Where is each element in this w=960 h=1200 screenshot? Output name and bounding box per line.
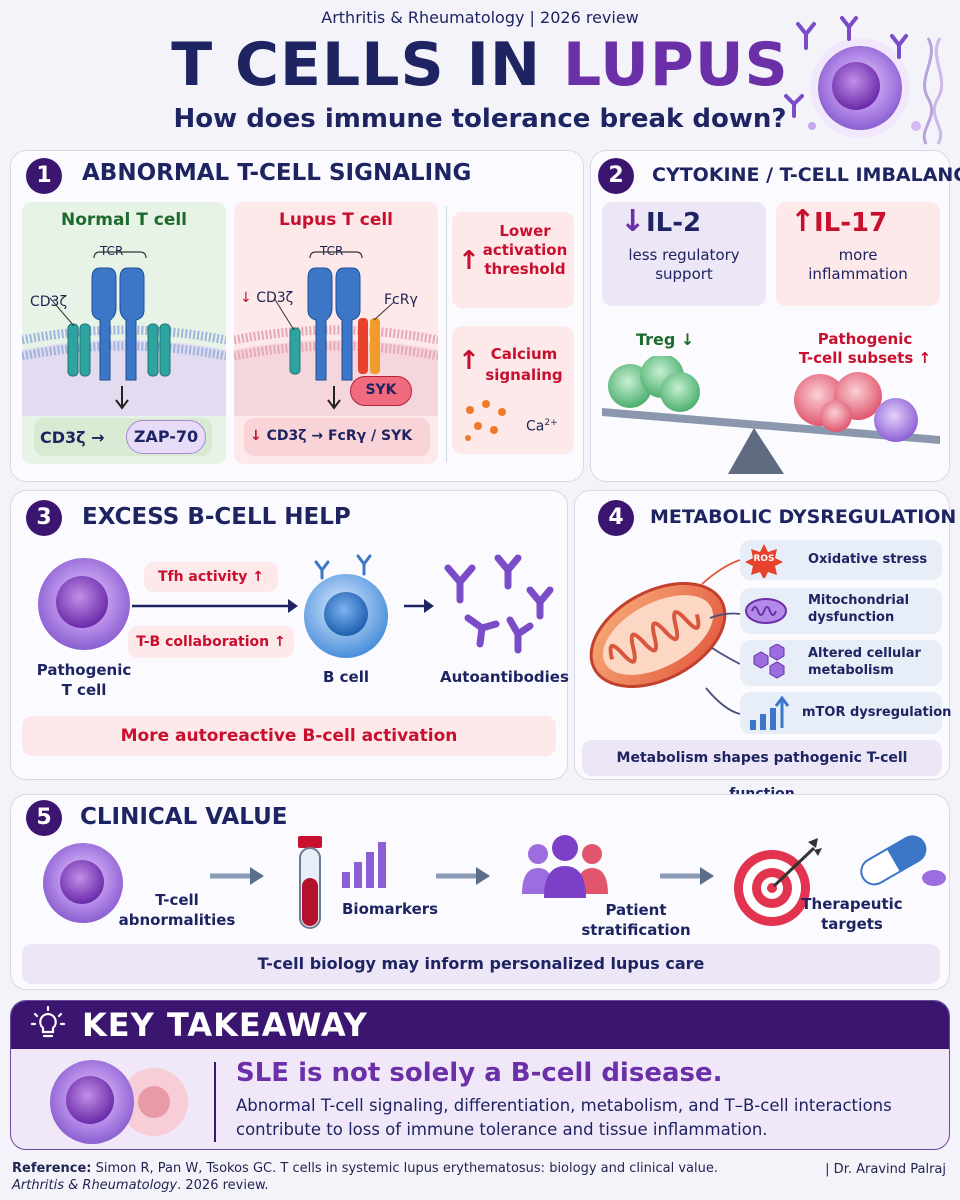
arrow-icon <box>660 867 714 885</box>
journal-line: Arthritis & Rheumatology | 2026 review <box>321 8 639 27</box>
takeaway-body: Abnormal T-cell signaling, differentiati… <box>236 1096 892 1139</box>
pathogenic-subsets-label: Pathogenic T-cell subsets ↑ <box>798 330 932 367</box>
lupus-cd3z-label: ↓ CD3ζ <box>240 290 294 306</box>
calcium-ion-label: Ca2+ <box>526 418 558 435</box>
normal-cd3z-label: CD3ζ <box>30 294 68 310</box>
t-b-collaboration-badge: T-B collaboration ↑ <box>128 626 294 658</box>
up-arrow-icon: ↑ <box>790 204 816 239</box>
lower-threshold-text: Lower activation threshold <box>482 222 568 278</box>
mitochondria-small-icon <box>745 598 787 624</box>
normal-tcr-diagram <box>22 251 226 416</box>
calcium-dots-icon <box>465 400 506 441</box>
takeaway-headline: SLE is not solely a B-cell disease. <box>236 1058 723 1088</box>
normal-t-cell-heading: Normal T cell <box>61 210 187 230</box>
panel3-number: 3 <box>26 500 62 536</box>
arrow-icon <box>210 867 264 885</box>
syk-badge: SYK <box>350 376 412 406</box>
normal-pathway-from: CD3ζ → <box>40 428 105 447</box>
pathogenic-t-cell-label: Pathogenic T cell <box>36 661 132 699</box>
panel4-title: METABOLIC DYSREGULATION <box>650 506 957 528</box>
lower-threshold-box <box>452 212 574 308</box>
blood-tube-icon <box>298 836 322 929</box>
author-credit: | Dr. Aravind Palraj <box>825 1162 946 1177</box>
up-arrow-icon: ↑ <box>458 346 480 376</box>
panel5-number: 5 <box>26 800 62 836</box>
il2-label: IL-2 <box>646 208 702 238</box>
panel4-number: 4 <box>598 500 634 536</box>
autoantibodies-icon <box>444 554 554 654</box>
panel4-banner: Metabolism shapes pathogenic T-cell func… <box>582 740 942 802</box>
up-arrow-icon: ↑ <box>458 246 480 276</box>
arrow-icon <box>404 599 434 613</box>
panel2-title: CYTOKINE / T-CELL IMBALANCE <box>652 164 960 186</box>
arrow-icon <box>132 599 298 613</box>
ros-label: ROS <box>753 554 775 564</box>
il17-box <box>776 202 940 306</box>
takeaway-cells-illustration <box>50 1060 188 1144</box>
lupus-tcr-label: TCR <box>320 244 344 258</box>
il17-label: IL-17 <box>814 208 888 238</box>
oxidative-stress-label: Oxidative stress <box>808 552 928 567</box>
mtor-label: mTOR dysregulation <box>802 705 952 720</box>
step-patient-stratification: Patient stratification <box>581 901 691 939</box>
page-subtitle: How does immune tolerance break down? <box>173 104 787 134</box>
il2-desc: less regulatory support <box>628 246 740 283</box>
zap70-badge: ZAP-70 <box>126 420 206 454</box>
treg-label: Treg ↓ <box>636 330 695 349</box>
target-icon <box>734 838 822 926</box>
b-cell-label: B cell <box>322 668 369 686</box>
tfh-activity-badge: Tfh activity ↑ <box>144 562 278 592</box>
panel5-title: CLINICAL VALUE <box>80 804 288 830</box>
balance-scale-illustration <box>602 356 940 474</box>
panel2-number: 2 <box>598 158 634 194</box>
panel1-number: 1 <box>26 158 62 194</box>
pathogenic-t-cell-icon <box>38 558 130 650</box>
takeaway-title: KEY TAKEAWAY <box>82 1006 368 1044</box>
down-arrow-icon: ↓ <box>620 204 646 239</box>
panel5-banner: T-cell biology may inform personalized l… <box>22 944 940 984</box>
step-t-cell-abnormalities: T-cell abnormalities <box>118 891 236 929</box>
header-cell-illustration <box>784 16 944 145</box>
calcium-box <box>452 326 574 454</box>
lupus-pathway-text: ↓ CD3ζ → FcRγ / SYK <box>250 428 413 444</box>
patient-group-icon <box>522 835 608 898</box>
takeaway-divider <box>214 1062 216 1142</box>
il17-desc: more inflammation <box>808 246 908 283</box>
page-title: T CELLS IN LUPUS <box>0 30 960 100</box>
title-part2: LUPUS <box>563 30 789 100</box>
hexagons-icon <box>753 644 785 679</box>
normal-tcr-label: TCR <box>100 244 124 258</box>
mitochondrion-icon <box>589 582 727 688</box>
panel3-banner: More autoreactive B-cell activation <box>22 716 556 756</box>
ros-burst-icon <box>745 544 783 578</box>
step-biomarkers: Biomarkers <box>342 900 439 918</box>
reference: Reference: Simon R, Pan W, Tsokos GC. T … <box>12 1161 718 1193</box>
divider <box>446 206 447 462</box>
lupus-pathway-box <box>244 418 430 456</box>
capsule-icon <box>860 835 946 886</box>
lightbulb-icon <box>30 1006 66 1038</box>
panel1-title: ABNORMAL T-CELL SIGNALING <box>82 160 472 186</box>
b-cell-icon <box>304 554 388 658</box>
lupus-t-cell-heading: Lupus T cell <box>278 210 394 230</box>
altered-metabolism-label: Altered cellular metabolism <box>808 646 921 678</box>
mito-dysfunction-label: Mitochondrial dysfunction <box>808 593 910 625</box>
autoantibodies-label: Autoantibodies <box>440 668 569 686</box>
bar-chart-icon <box>342 842 386 888</box>
il2-box <box>602 202 766 306</box>
takeaway-header-bar <box>11 1001 949 1049</box>
step-therapeutic-targets: Therapeutic targets <box>801 895 903 933</box>
bar-growth-icon <box>750 695 790 730</box>
connector-arrows <box>701 559 741 715</box>
panel3-title: EXCESS B-CELL HELP <box>82 504 351 530</box>
t-cell-abnormal-icon <box>43 843 123 923</box>
calcium-text: Calcium signaling <box>485 345 563 384</box>
title-part1: T CELLS IN <box>171 30 564 100</box>
arrow-icon <box>436 867 490 885</box>
